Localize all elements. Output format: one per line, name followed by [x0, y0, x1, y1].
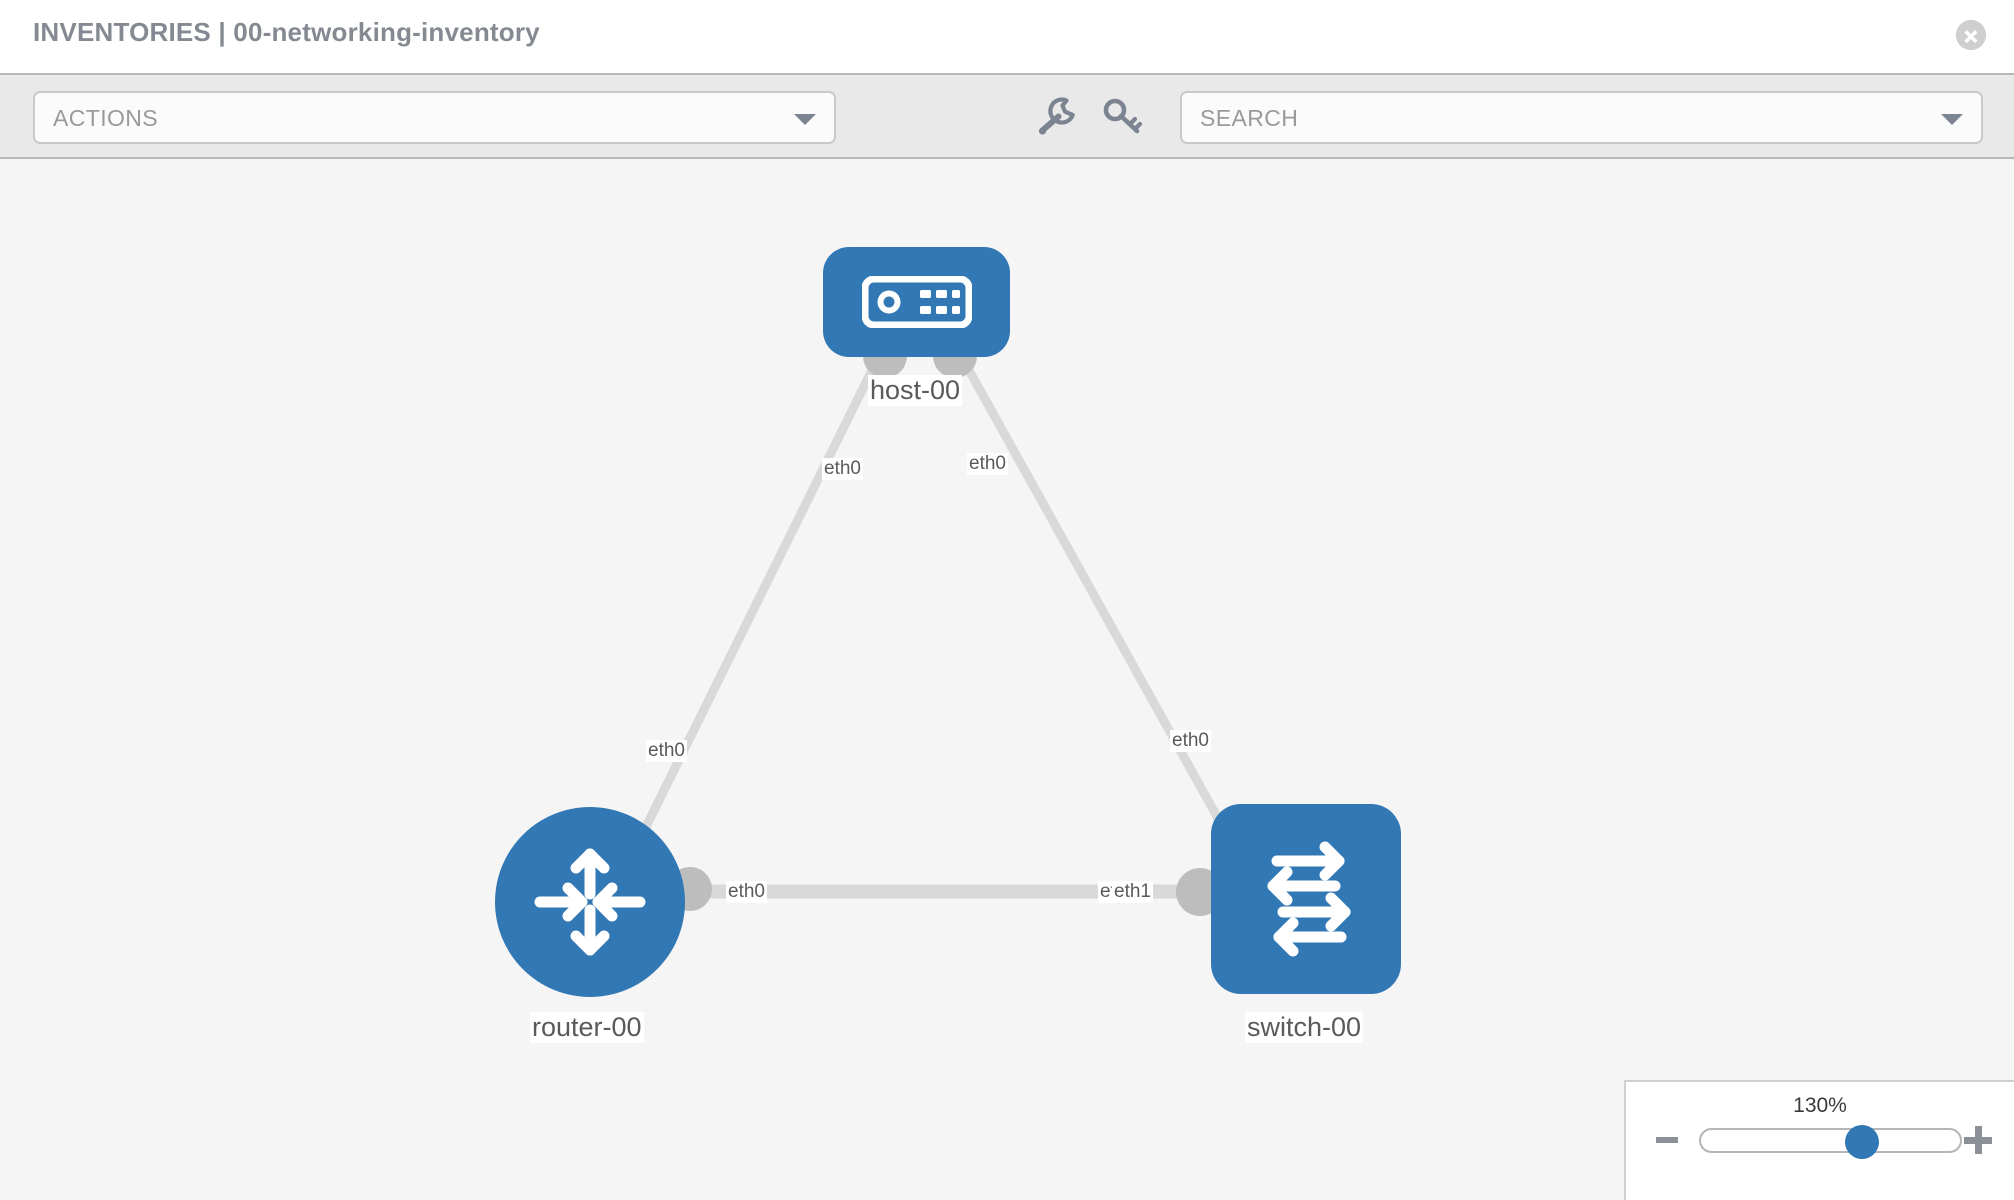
actions-dropdown-label: ACTIONS	[53, 105, 159, 131]
switch-arrows-icon	[1267, 841, 1351, 957]
page-title: INVENTORIES | 00-networking-inventory	[33, 17, 540, 47]
link-connectors	[668, 334, 1264, 916]
search-input[interactable]: SEARCH	[1180, 91, 1983, 144]
key-icon[interactable]	[1099, 93, 1147, 141]
link-host-switch	[956, 351, 1239, 852]
zoom-level-value: 130%	[1793, 1094, 1847, 1117]
node-host-00-shape[interactable]	[823, 247, 1010, 357]
node-router-00-shape[interactable]	[495, 807, 685, 997]
chevron-down-icon	[1941, 114, 1963, 125]
wrench-icon[interactable]	[1033, 93, 1081, 141]
zoom-control-panel: 130%	[1624, 1080, 2014, 1200]
plus-icon[interactable]	[1964, 1126, 1992, 1154]
edge-label-host-right: eth0	[967, 453, 1008, 475]
edge-label-router-up: eth0	[646, 740, 687, 762]
close-icon[interactable]	[1956, 20, 1986, 50]
node-router-00-label: router-00	[530, 1012, 644, 1043]
search-placeholder: SEARCH	[1200, 105, 1299, 131]
topology-canvas[interactable]: host-00	[0, 159, 2014, 1200]
page-header: INVENTORIES | 00-networking-inventory	[0, 0, 2014, 68]
edge-label-switch-left-b: eth1	[1112, 881, 1153, 903]
chevron-down-icon	[794, 114, 816, 125]
edge-label-host-left: eth0	[822, 458, 863, 480]
edge-label-router-right: eth0	[726, 881, 767, 903]
node-host-00-label: host-00	[868, 375, 963, 406]
server-icon	[861, 276, 972, 328]
actions-dropdown[interactable]: ACTIONS	[33, 91, 836, 144]
link-host-router	[625, 352, 885, 861]
router-arrows-icon	[534, 848, 646, 956]
node-switch-00-shape[interactable]	[1211, 804, 1401, 994]
zoom-slider[interactable]	[1699, 1125, 1962, 1159]
toolbar: ACTIONS SEARCH	[0, 73, 2014, 159]
edge-label-switch-up: eth0	[1170, 730, 1211, 752]
node-switch-00-label: switch-00	[1245, 1012, 1364, 1043]
minus-icon[interactable]	[1656, 1137, 1678, 1143]
zoom-slider-thumb[interactable]	[1845, 1125, 1879, 1159]
